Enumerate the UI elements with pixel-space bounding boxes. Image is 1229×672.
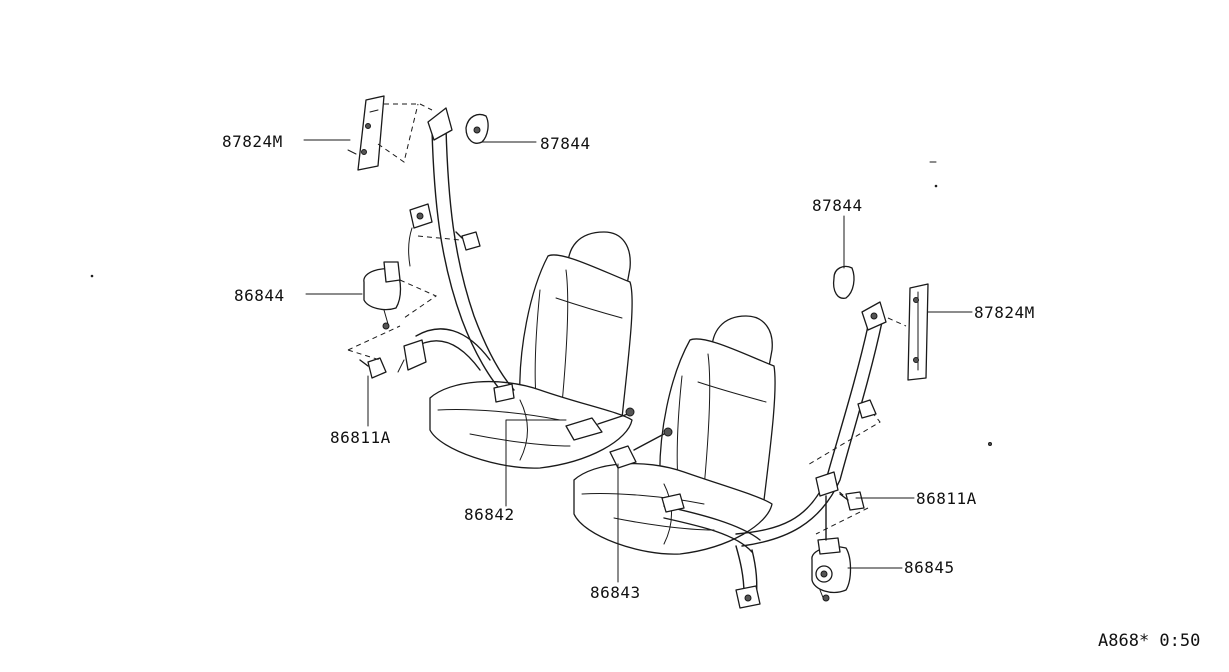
label-86845: 86845 xyxy=(904,558,955,577)
label-87824m-right: 87824M xyxy=(974,303,1035,322)
leader-lines xyxy=(303,139,973,583)
label-86811a-left: 86811A xyxy=(330,428,391,447)
right-belt-assembly xyxy=(609,265,929,609)
figure-code: A868* 0:50 xyxy=(1098,631,1200,651)
label-87844-left: 87844 xyxy=(540,134,591,153)
left-belt-assembly xyxy=(347,95,635,441)
label-86811a-right: 86811A xyxy=(916,489,977,508)
label-86844: 86844 xyxy=(234,286,285,305)
label-87844-right: 87844 xyxy=(812,196,863,215)
specks xyxy=(90,161,992,446)
label-86843: 86843 xyxy=(590,583,641,602)
left-seat xyxy=(429,231,633,469)
label-86842: 86842 xyxy=(464,505,515,524)
label-87824m-left: 87824M xyxy=(222,132,283,151)
